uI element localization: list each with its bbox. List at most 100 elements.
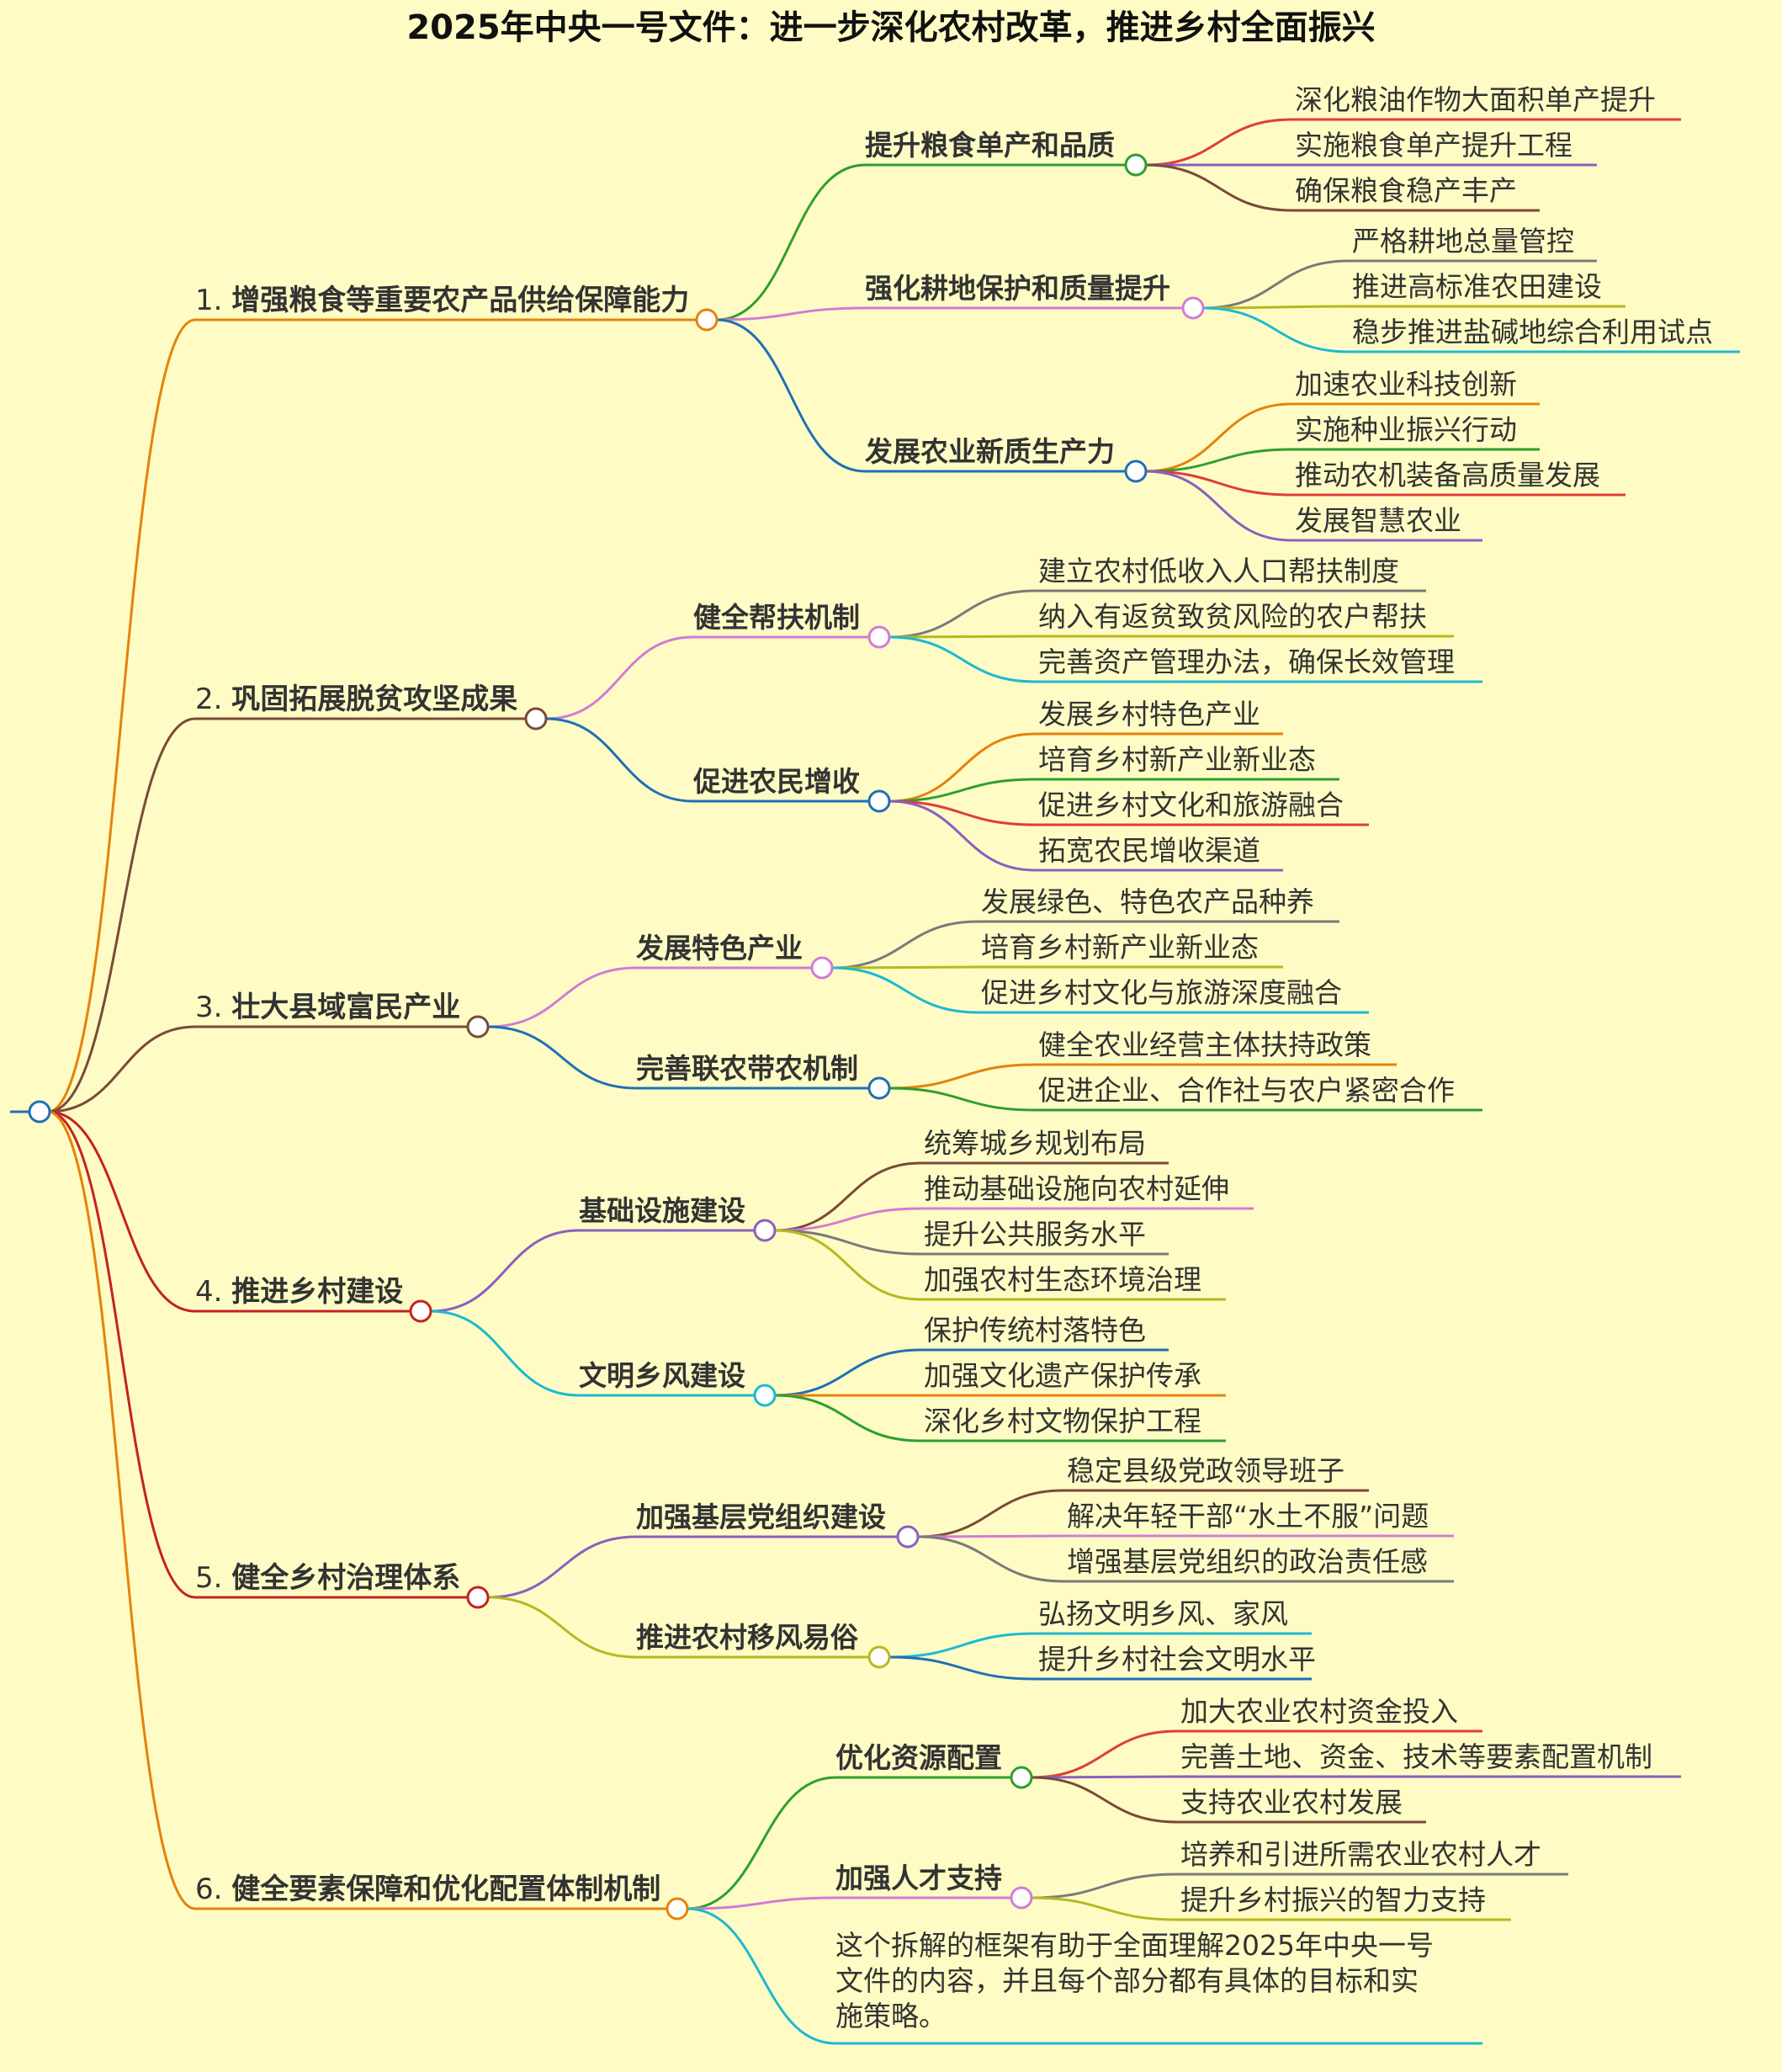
edge-topic-6-2	[687, 1896, 836, 1910]
item-label: 完善土地、资金、技术等要素配置机制	[1180, 1740, 1652, 1773]
label-layer: 1. 增强粮食等重要农产品供给保障能力提升粮食单产和品质深化粮油作物大面积单产提…	[195, 83, 1713, 2032]
summary-note-line: 这个拆解的框架有助于全面理解2025年中央一号	[835, 1929, 1434, 1962]
edge-section-6	[47, 1110, 196, 1910]
item-label: 加强文化遗产保护传承	[924, 1359, 1201, 1392]
section-title: 健全乡村治理体系	[231, 1561, 460, 1595]
item-label: 推动农机装备高质量发展	[1295, 459, 1600, 491]
edge-section-5	[47, 1110, 196, 1599]
section-number: 2.	[195, 683, 231, 716]
item-label: 严格耕地总量管控	[1352, 225, 1574, 258]
edge-item	[774, 1229, 921, 1256]
item-label: 发展智慧农业	[1295, 504, 1461, 537]
item-label: 完善资产管理办法，确保长效管理	[1038, 646, 1455, 678]
section-knot-2	[524, 707, 548, 731]
edge-item	[1031, 1729, 1178, 1779]
root-knot	[28, 1100, 51, 1124]
edge-item	[774, 1229, 921, 1301]
section-number: 3.	[195, 991, 231, 1024]
item-label: 促进乡村文化与旅游深度融合	[981, 976, 1342, 1009]
edge-item	[1202, 306, 1350, 353]
edge-section-3	[47, 1025, 196, 1113]
topic-knot	[867, 789, 891, 813]
edge-item	[774, 1348, 921, 1397]
topic-label: 强化耕地保护和质量提升	[865, 272, 1170, 305]
item-label: 深化乡村文物保护工程	[924, 1405, 1201, 1437]
section-title: 巩固拓展脱贫攻坚成果	[231, 683, 517, 716]
item-label: 加大农业农村资金投入	[1180, 1695, 1458, 1728]
topic-label: 文明乡风建设	[579, 1359, 745, 1392]
summary-note-line: 文件的内容，并且每个部分都有具体的目标和实	[835, 1964, 1419, 1997]
item-label: 发展乡村特色产业	[1038, 698, 1260, 731]
topic-knot	[753, 1219, 777, 1242]
edge-item	[888, 635, 1036, 639]
edge-item	[1202, 259, 1350, 310]
edge-topic-2-2	[545, 717, 694, 803]
item-label: 稳定县级党政领导班子	[1067, 1454, 1344, 1487]
topic-knot	[1181, 296, 1205, 320]
topic-knot	[753, 1384, 777, 1407]
edge-item	[888, 800, 1036, 826]
edge-topic-4-2	[430, 1310, 580, 1397]
edge-item	[774, 1207, 921, 1232]
section-4-label: 4. 推进乡村建设	[195, 1275, 403, 1309]
edge-item	[888, 1632, 1036, 1659]
section-title: 壮大县域富民产业	[231, 991, 460, 1024]
topic-label: 推进农村移风易俗	[636, 1621, 859, 1654]
item-label: 发展绿色、特色农产品种养	[981, 885, 1314, 918]
edge-item	[1145, 470, 1292, 542]
topic-knot	[1010, 1766, 1033, 1789]
edge-item	[888, 635, 1036, 683]
item-label: 健全农业经营主体扶持政策	[1038, 1028, 1371, 1061]
item-label: 保护传统村落特色	[924, 1314, 1146, 1347]
section-number: 5.	[195, 1561, 231, 1595]
edge-item	[1202, 305, 1350, 310]
edge-section-4	[47, 1110, 196, 1313]
edge-note	[687, 1907, 836, 2045]
item-label: 促进乡村文化和旅游融合	[1038, 789, 1344, 821]
edge-topic-2-1	[545, 635, 694, 720]
edge-item	[774, 1161, 921, 1232]
item-label: 推进高标准农田建设	[1352, 270, 1602, 303]
item-label: 培育乡村新产业新业态	[981, 931, 1259, 964]
edge-topic-1-2	[716, 306, 866, 321]
topic-label: 优化资源配置	[835, 1741, 1002, 1774]
edge-item	[888, 800, 1036, 872]
edge-topic-5-2	[487, 1596, 637, 1659]
topic-label: 促进农民增收	[692, 765, 860, 798]
topic-label: 发展特色产业	[636, 932, 803, 964]
item-label: 实施粮食单产提升工程	[1295, 129, 1573, 162]
section-5-label: 5. 健全乡村治理体系	[195, 1561, 460, 1595]
section-1-label: 1. 增强粮食等重要农产品供给保障能力	[195, 284, 689, 317]
item-label: 培育乡村新产业新业态	[1038, 743, 1316, 776]
edge-topic-4-1	[430, 1229, 580, 1313]
edge-topic-1-3	[716, 318, 866, 473]
topic-knot	[867, 625, 891, 649]
edge-topic-1-1	[716, 163, 866, 321]
item-label: 深化粮油作物大面积单产提升	[1295, 83, 1656, 116]
edge-item	[831, 920, 979, 970]
edge-item	[888, 1063, 1036, 1090]
edge-item	[1031, 1896, 1178, 1921]
underline-layer	[10, 118, 1740, 2045]
item-label: 加速农业科技创新	[1295, 368, 1517, 401]
item-label: 弘扬文明乡风、家风	[1038, 1597, 1288, 1630]
section-knot-1	[695, 308, 719, 332]
page-title: 2025年中央一号文件：进一步深化农村改革，推进乡村全面振兴	[406, 8, 1375, 47]
section-number: 4.	[195, 1275, 231, 1309]
section-title: 健全要素保障和优化配置体制机制	[231, 1873, 660, 1906]
section-number: 1.	[195, 284, 231, 317]
topic-knot	[896, 1525, 920, 1549]
edge-topic-3-1	[487, 966, 637, 1028]
edge-item	[917, 1534, 1064, 1538]
item-label: 纳入有返贫致贫风险的农户帮扶	[1038, 600, 1427, 633]
section-knot-5	[466, 1586, 490, 1609]
item-label: 加强农村生态环境治理	[924, 1263, 1201, 1296]
item-label: 培养和引进所需农业农村人才	[1180, 1838, 1541, 1871]
topic-knot	[1124, 153, 1148, 177]
edge-item	[1145, 470, 1292, 497]
topic-label: 加强基层党组织建设	[636, 1501, 886, 1533]
section-title: 推进乡村建设	[231, 1275, 403, 1309]
summary-note-line: 施策略。	[835, 2000, 947, 2032]
edge-item	[1145, 163, 1292, 212]
